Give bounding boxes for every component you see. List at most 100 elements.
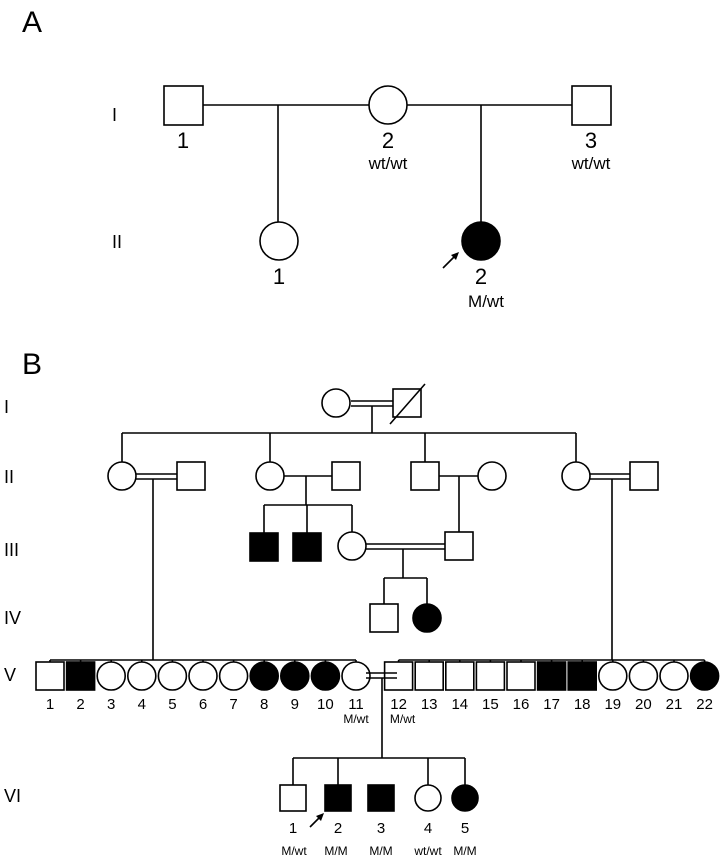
individual-number: 6 [199,696,207,713]
generation-label-i: I [4,397,9,417]
individual-female [628,661,659,691]
individual-female [659,661,689,691]
individual-female [157,661,188,691]
generation-label-iii: III [4,540,19,560]
individual-female [561,461,591,491]
individual-number: 1 [289,820,297,837]
individual-female [321,388,351,418]
individual-male [383,661,414,691]
individual-number: 22 [696,696,713,713]
individual-female [477,461,507,491]
individual-number: 14 [451,696,468,713]
genotype-label: M/wt [343,712,369,726]
individual-female-affected [689,661,720,691]
generation-label-v: V [4,665,16,685]
individual-male-affected [367,784,395,812]
individual-male [444,661,475,691]
individual-number: 3 [585,128,597,153]
individual-female [368,85,408,125]
genotype-label: M/wt [281,844,307,858]
individual-female-affected [461,221,501,261]
individual-male-affected [249,532,279,562]
genotype-label: M/M [324,844,347,858]
individual-number: 5 [461,820,469,837]
individual-number: 2 [334,820,342,837]
individual-number: 12 [390,696,407,713]
individual-female-affected [412,603,442,633]
individual-number: 4 [138,696,146,713]
proband-arrow-icon [309,813,324,828]
individual-male-affected [536,661,567,691]
individual-number: 20 [635,696,652,713]
individual-male [331,461,361,491]
individual-male [369,603,399,633]
panel-a: A I II 1 2 3 wt/wt wt/wt 1 2 M/wt [22,6,612,311]
individual-number: 13 [421,696,438,713]
individual-male [571,85,612,126]
individual-female [414,784,442,812]
panel-a-label: A [22,6,42,39]
individual-female [259,221,299,261]
individual-number: 17 [543,696,560,713]
individual-female-affected [310,661,341,691]
individual-male [475,661,506,691]
individual-male-affected [567,661,598,691]
individual-number: 11 [348,696,364,713]
individual-female [341,661,371,691]
individual-male [163,85,204,126]
individual-number: 2 [475,264,487,289]
individual-female [96,661,126,691]
deceased-slash [389,383,426,425]
individual-number: 15 [482,696,499,713]
individual-number: 2 [382,128,394,153]
genotype-label: M/wt [390,712,416,726]
individual-number: 9 [291,696,299,713]
individual-number: 3 [377,820,385,837]
individual-female-affected [451,784,479,812]
individual-male [414,661,445,691]
genotype-label: wt/wt [368,154,408,173]
individual-female [107,461,137,491]
individual-number: 21 [666,696,683,713]
individual-number: 7 [229,696,237,713]
individual-number: 10 [317,696,334,713]
individual-female-affected [279,661,310,691]
individual-female [255,461,285,491]
individual-number: 3 [107,696,115,713]
genotype-label: M/wt [468,292,504,311]
individual-male [410,461,440,491]
individual-male [279,784,307,812]
individual-number: 8 [260,696,268,713]
individual-male [506,661,536,691]
individual-male-affected [292,532,322,562]
genotype-label: M/M [453,844,476,858]
individual-female-affected [249,661,280,691]
individual-number: 2 [76,696,84,713]
individual-male [35,661,65,691]
generation-label-ii: II [112,232,122,252]
individual-female [127,661,157,691]
individual-number: 19 [604,696,621,713]
generation-label-vi: VI [4,786,21,806]
individual-number: 1 [46,696,54,713]
genotype-label: wt/wt [413,844,442,858]
individual-male-affected [324,784,352,812]
individual-male [176,461,206,491]
panel-b-label: B [22,348,42,381]
individual-number: 1 [273,264,285,289]
generation-label-iv: IV [4,608,21,628]
individual-female [188,661,218,691]
individual-number: 16 [513,696,530,713]
individual-male-affected [65,661,96,691]
individual-male [629,461,659,491]
individual-female [218,661,249,691]
individual-female [337,531,367,561]
individual-number: 1 [177,128,189,153]
individual-male [444,531,474,561]
proband-arrow-icon [442,252,459,269]
individual-number: 5 [168,696,176,713]
panel-b: B I II III IV V VI [4,348,720,858]
generation-label-ii: II [4,467,14,487]
